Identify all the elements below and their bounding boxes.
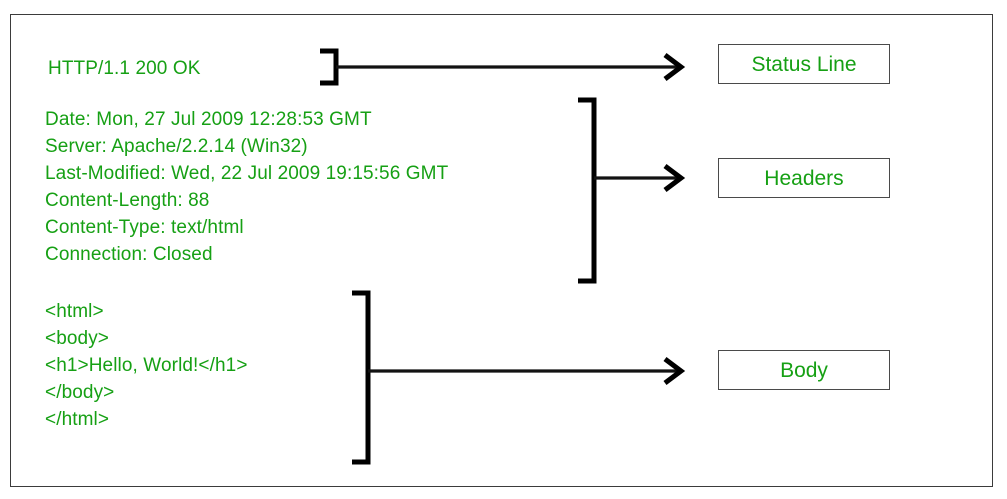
status-line-label-box: Status Line (718, 44, 890, 84)
body-text-block: <html> <body> <h1>Hello, World!</h1> </b… (45, 301, 248, 430)
status-line-label: Status Line (751, 52, 857, 76)
headers-label-box: Headers (718, 158, 890, 198)
body-label: Body (780, 358, 828, 382)
status-line-text: HTTP/1.1 200 OK (48, 58, 201, 79)
headers-text-block: Date: Mon, 27 Jul 2009 12:28:53 GMT Serv… (45, 109, 449, 265)
body-label-box: Body (718, 350, 890, 390)
headers-label: Headers (764, 166, 844, 190)
diagram-frame (10, 14, 993, 487)
